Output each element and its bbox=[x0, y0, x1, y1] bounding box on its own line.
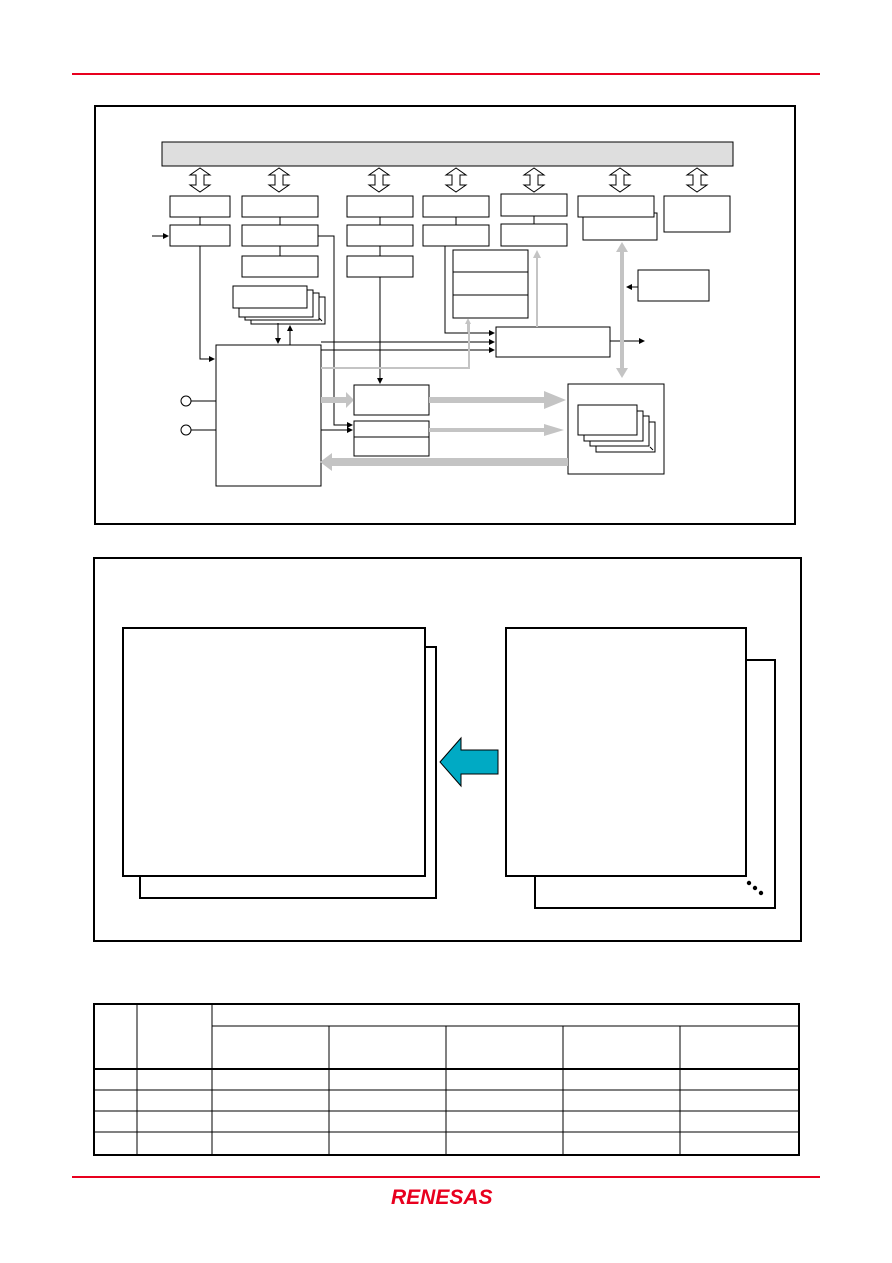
transfer-to-memory-path bbox=[429, 391, 566, 409]
memory-to-main-path bbox=[320, 453, 568, 471]
lower-to-memory-path bbox=[429, 424, 564, 436]
left-page-front bbox=[122, 627, 426, 877]
register-block-1b bbox=[169, 224, 231, 247]
input-pin-2 bbox=[180, 424, 192, 436]
register-block-6a bbox=[577, 195, 655, 218]
left-arrow-icon bbox=[439, 736, 499, 788]
register-block-5a bbox=[500, 193, 568, 217]
register-block-4a bbox=[422, 195, 490, 218]
memory-block bbox=[567, 383, 665, 475]
main-controller-block bbox=[215, 344, 322, 487]
ellipsis-icon bbox=[746, 880, 764, 896]
control-block bbox=[495, 326, 611, 358]
bus-connector-3 bbox=[367, 167, 391, 193]
bus-connectors bbox=[188, 167, 709, 193]
control-up-path bbox=[533, 250, 541, 327]
main-to-control-path bbox=[321, 324, 470, 369]
data-paths bbox=[320, 242, 628, 471]
memory-page-front bbox=[577, 404, 638, 436]
register-block-3a bbox=[346, 195, 414, 218]
stacked-register-front bbox=[232, 285, 308, 309]
bus-connector-6 bbox=[608, 167, 632, 193]
register-block-2b bbox=[241, 224, 319, 247]
footer-rule bbox=[72, 1176, 820, 1178]
bus-connector-2 bbox=[267, 167, 291, 193]
logo-text: RENESAS bbox=[391, 1186, 493, 1209]
register-block-2a bbox=[241, 195, 319, 218]
main-to-transfer-path bbox=[321, 392, 354, 408]
register-group-4 bbox=[452, 249, 529, 319]
register-block-7 bbox=[663, 195, 731, 233]
block-diagram-frame bbox=[94, 105, 796, 525]
spec-table bbox=[93, 1003, 800, 1156]
register-block-5b bbox=[500, 223, 568, 247]
header-rule bbox=[72, 73, 820, 75]
bus-connector-4 bbox=[444, 167, 468, 193]
block-diagram bbox=[94, 105, 796, 525]
register-block-3c bbox=[346, 255, 414, 278]
side-block bbox=[637, 269, 710, 302]
input-pin-1 bbox=[180, 395, 192, 407]
internal-bus bbox=[161, 141, 734, 167]
right-page-front bbox=[505, 627, 747, 877]
register-block-1a bbox=[169, 195, 231, 218]
transfer-block-lower bbox=[353, 420, 430, 457]
renesas-logo: RENESAS bbox=[391, 1186, 501, 1210]
bus-connector-7 bbox=[685, 167, 709, 193]
register-block-4b bbox=[422, 224, 490, 247]
bus-connector-5 bbox=[522, 167, 546, 193]
register-block-3b bbox=[346, 224, 414, 247]
bus-path-memory bbox=[616, 242, 628, 378]
transfer-diagram-frame bbox=[93, 557, 802, 942]
bus-connector-1 bbox=[188, 167, 212, 193]
transfer-block-upper bbox=[353, 384, 430, 416]
transfer-diagram bbox=[93, 557, 802, 942]
register-block-2c bbox=[241, 255, 319, 278]
